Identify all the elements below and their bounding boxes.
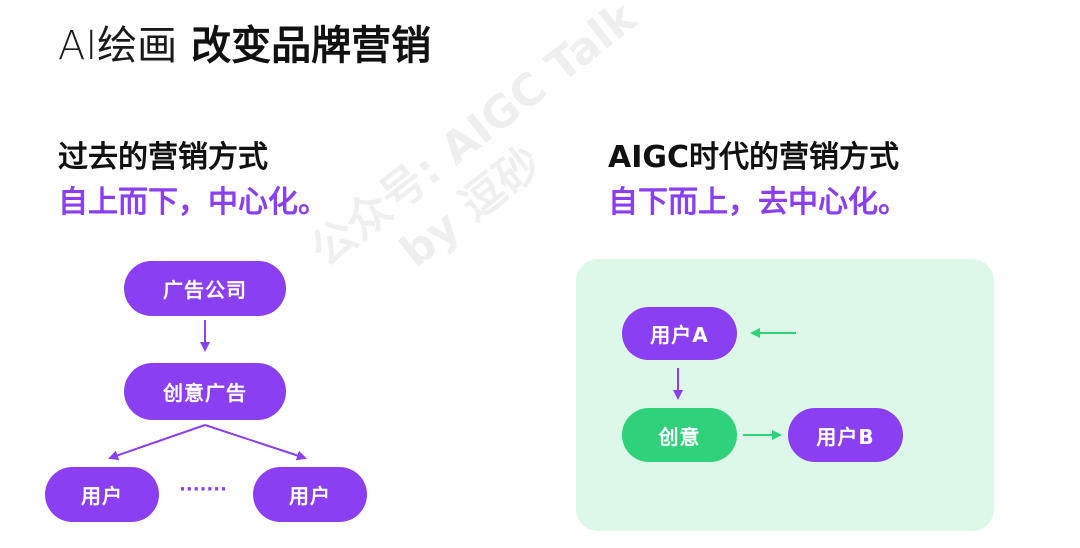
node-user-b: 用户B	[788, 408, 903, 462]
page-title: AI绘画改变品牌营销	[58, 20, 431, 72]
user-ellipsis: ·······	[179, 479, 227, 500]
arrow-creative-to-user-right	[204, 424, 307, 461]
arrow-creative-to-user-left	[108, 424, 206, 461]
node-creative: 创意	[622, 408, 737, 462]
left-subheading: 自上而下，中心化。	[58, 185, 328, 220]
node-creative-ad: 创意广告	[124, 363, 286, 420]
node-user-right: 用户	[253, 467, 367, 522]
left-heading: 过去的营销方式	[58, 140, 268, 175]
node-user-a: 用户A	[622, 307, 737, 360]
node-agency: 广告公司	[124, 261, 286, 316]
right-subheading: 自下而上，去中心化。	[608, 185, 908, 220]
right-heading: AIGC时代的营销方式	[608, 140, 900, 175]
title-prefix: AI绘画	[58, 23, 178, 69]
aigc-panel	[576, 259, 994, 531]
title-main: 改变品牌营销	[191, 23, 432, 69]
node-user-left: 用户	[45, 467, 159, 522]
